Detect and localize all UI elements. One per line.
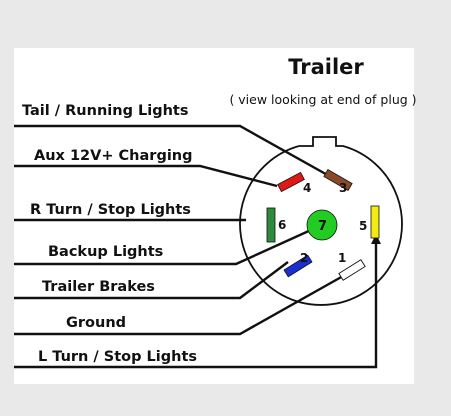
diagram-subtitle: ( view looking at end of plug )	[229, 92, 416, 107]
wire-lines	[14, 124, 381, 369]
wire-line-tail	[14, 124, 341, 184]
pin-2-number: 2	[300, 251, 308, 265]
pin-6-terminal	[266, 207, 276, 243]
pin-3-number: 3	[339, 181, 347, 195]
pin-3-terminal	[323, 168, 353, 192]
label-trailer-brakes: Trailer Brakes	[42, 279, 155, 295]
pin-7-terminal	[306, 209, 338, 241]
label-ground: Ground	[66, 315, 126, 331]
wire-line-ground	[14, 269, 353, 336]
label-l-turn-stop: L Turn / Stop Lights	[38, 349, 197, 365]
wire-line-brakes	[14, 261, 289, 300]
plug-pins	[266, 168, 380, 281]
wire-arrow-lturn	[371, 234, 381, 244]
pin-1-terminal	[338, 259, 366, 281]
diagram-title: Trailer	[288, 55, 364, 79]
label-backup-lights: Backup Lights	[48, 244, 163, 260]
wire-line-aux	[14, 164, 278, 188]
wire-line-backup	[14, 223, 323, 266]
pin-4-terminal	[277, 171, 305, 193]
label-tail-running-lights: Tail / Running Lights	[22, 103, 188, 119]
pin-5-terminal	[370, 205, 380, 239]
wire-line-lturn	[14, 234, 378, 369]
label-r-turn-stop: R Turn / Stop Lights	[30, 202, 191, 218]
pin-7-number: 7	[318, 219, 327, 234]
label-aux-charging: Aux 12V+ Charging	[34, 148, 193, 164]
pin-4-number: 4	[303, 181, 311, 195]
pin-6-number: 6	[278, 218, 286, 232]
pin-2-terminal	[283, 254, 313, 278]
pin-5-number: 5	[359, 219, 367, 233]
pin-1-number: 1	[338, 251, 346, 265]
